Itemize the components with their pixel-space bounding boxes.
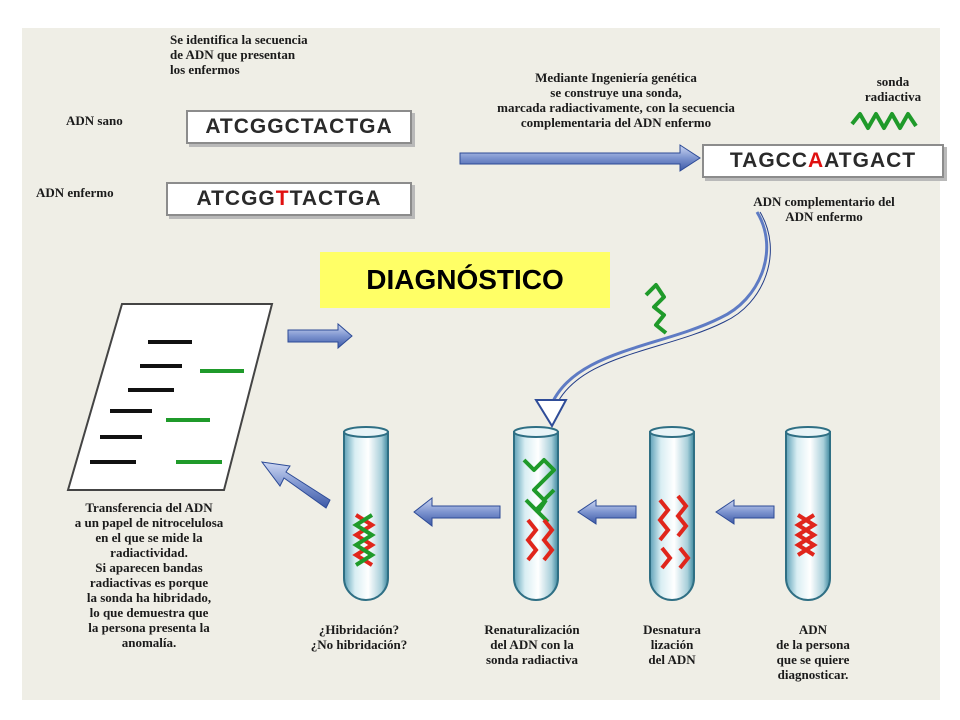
healthy-dna-sequence-box: ATCGGCTACTGA xyxy=(186,110,412,144)
probe-fragment-icon xyxy=(644,283,668,335)
tube-2-caption: Renaturalización del ADN con la sonda ra… xyxy=(484,622,580,667)
sick-seq-part: ATCGG xyxy=(196,187,276,210)
arrow-tube3-to-tube2 xyxy=(577,499,637,525)
tube-3-caption: Desnatura lización del ADN xyxy=(643,622,701,667)
step-identify-text: Se identifica la secuencia de ADN que pr… xyxy=(170,32,308,77)
healthy-dna-sequence: ATCGGCTACTGA xyxy=(205,115,393,138)
probe-seq-mutation: A xyxy=(808,149,825,172)
probe-path-arrow xyxy=(534,211,771,429)
healthy-dna-label: ADN sano xyxy=(66,113,123,128)
step-engineering-text: Mediante Ingeniería genética se construy… xyxy=(497,70,735,130)
arrow-tube4-to-tube3 xyxy=(715,499,775,525)
tube-1-caption: ¿Hibridación? ¿No hibridación? xyxy=(310,622,408,652)
probe-label: sonda radiactiva xyxy=(864,74,922,104)
diagnosis-title: DIAGNÓSTICO xyxy=(320,252,610,308)
radioactive-probe-icon xyxy=(850,112,918,130)
sick-dna-label: ADN enfermo xyxy=(36,185,114,200)
sick-dna-sequence-box: ATCGGTTACTGA xyxy=(166,182,412,216)
arrow-membrane-right xyxy=(287,322,353,350)
test-tube-4 xyxy=(785,426,831,601)
arrow-tube2-to-tube1 xyxy=(413,496,501,528)
transfer-text: Transferencia del ADN a un papel de nitr… xyxy=(74,500,224,650)
nitrocellulose-membrane xyxy=(66,303,274,491)
probe-seq-part: ATGACT xyxy=(824,149,917,172)
arrow-to-probe xyxy=(459,144,701,172)
probe-seq-part: TAGCC xyxy=(729,149,808,172)
probe-sequence-box: TAGCCAATGACT xyxy=(702,144,944,178)
test-tube-2 xyxy=(513,426,559,601)
complementary-dna-label: ADN complementario del ADN enfermo xyxy=(753,194,895,224)
sick-seq-part: TACTGA xyxy=(289,187,382,210)
arrow-tube-to-membrane xyxy=(260,461,331,509)
test-tube-3 xyxy=(649,426,695,601)
test-tube-1 xyxy=(343,426,389,601)
tube-4-caption: ADN de la persona que se quiere diagnost… xyxy=(776,622,850,682)
sick-seq-mutation: T xyxy=(275,187,290,210)
